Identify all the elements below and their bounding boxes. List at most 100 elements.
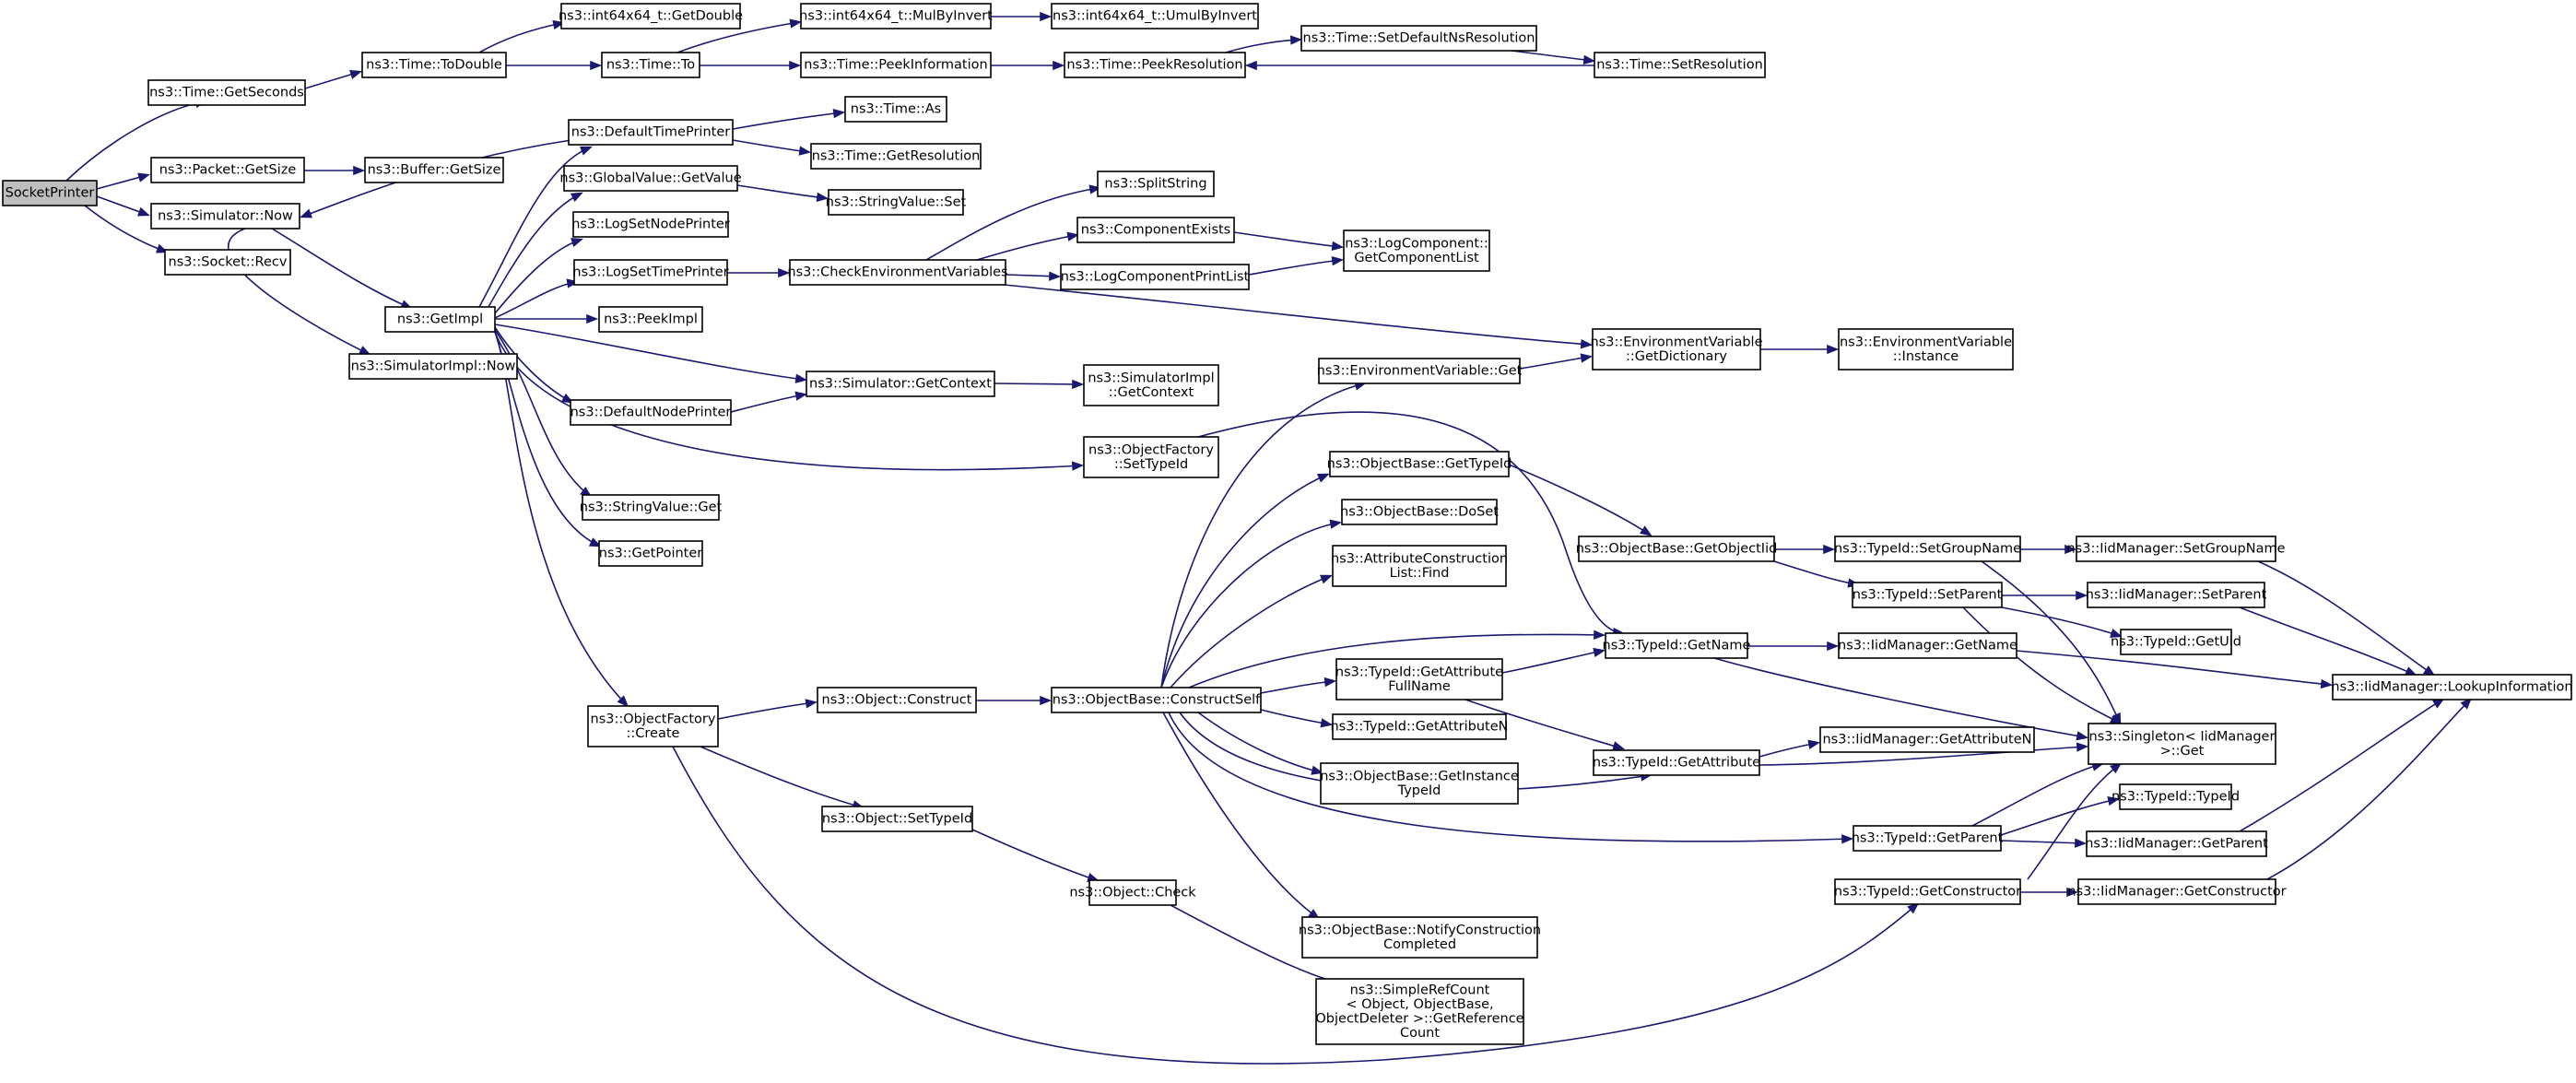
arrowhead-icon	[1593, 647, 1606, 658]
node-objectfactory-create[interactable]: ns3::ObjectFactory::Create	[587, 705, 719, 748]
node-int64-umulbyinvert[interactable]: ns3::int64x64_t::UmulByInvert	[1051, 3, 1259, 29]
edge-line	[228, 228, 370, 355]
node-typeid-getconstructor[interactable]: ns3::TypeId::GetConstructor	[1834, 878, 2021, 905]
node-int64-getdouble[interactable]: ns3::int64x64_t::GetDouble	[559, 3, 743, 29]
node-simulator-getcontext[interactable]: ns3::Simulator::GetContext	[806, 371, 995, 397]
node-label: ns3::TypeId::GetConstructor	[1834, 885, 2021, 900]
node-splitstring[interactable]: ns3::SplitString	[1097, 171, 1215, 197]
node-socket-recv[interactable]: ns3::Socket::Recv	[164, 249, 291, 276]
node-simulatorimpl-getcontext[interactable]: ns3::SimulatorImpl::GetContext	[1083, 364, 1219, 406]
node-objectbase-notifyconstructioncompleted[interactable]: ns3::ObjectBase::NotifyConstructionCompl…	[1299, 916, 1541, 959]
node-label: ns3::int64x64_t::UmulByInvert	[1053, 9, 1257, 24]
node-object-construct[interactable]: ns3::Object::Construct	[817, 687, 977, 713]
node-typeid-getuid[interactable]: ns3::TypeId::GetUid	[2111, 629, 2241, 655]
node-objectbase-gettypeid[interactable]: ns3::ObjectBase::GetTypeId	[1327, 451, 1512, 477]
node-singleton-get[interactable]: ns3::Singleton< IidManager >::Get	[2088, 723, 2276, 765]
node-globalvalue-getvalue[interactable]: ns3::GlobalValue::GetValue	[559, 165, 742, 192]
node-getpointer[interactable]: ns3::GetPointer	[598, 540, 703, 567]
node-time-setresolution[interactable]: ns3::Time::SetResolution	[1594, 52, 1766, 78]
node-label: ns3::Time::To	[606, 58, 695, 73]
node-time-todouble[interactable]: ns3::Time::ToDouble	[361, 52, 507, 78]
node-time-as[interactable]: ns3::Time::As	[844, 96, 947, 123]
node-time-peekinformation[interactable]: ns3::Time::PeekInformation	[800, 52, 992, 78]
arrowhead-icon	[1594, 630, 1606, 640]
node-logcomponentprintlist[interactable]: ns3::LogComponentPrintList	[1060, 264, 1250, 290]
node-environmentvariable-getdictionary[interactable]: ns3::EnvironmentVariable::GetDictionary	[1590, 328, 1763, 371]
edge-line	[1004, 284, 1591, 346]
node-simulatorimpl-now[interactable]: ns3::SimulatorImpl::Now	[348, 353, 518, 380]
node-time-getresolution[interactable]: ns3::Time::GetResolution	[810, 143, 982, 170]
node-label: ns3::Buffer::GetSize	[368, 163, 501, 178]
node-time-getseconds[interactable]: ns3::Time::GetSeconds	[147, 79, 306, 106]
node-logsetnodeprinter[interactable]: ns3::LogSetNodePrinter	[571, 211, 730, 238]
node-label: FullName	[1388, 679, 1451, 694]
node-typeid-setparent[interactable]: ns3::TypeId::SetParent	[1852, 582, 2003, 608]
node-label: ns3::EnvironmentVariable::Get	[1317, 364, 1523, 379]
node-box	[570, 399, 732, 426]
node-box	[1335, 658, 1503, 700]
node-label: ns3::TypeId::SetParent	[1853, 588, 2003, 603]
node-typeid-setgroupname[interactable]: ns3::TypeId::SetGroupName	[1834, 536, 2021, 562]
edge-time_to-to-time_peekinformation	[700, 60, 802, 71]
node-logsettimeprinter[interactable]: ns3::LogSetTimePrinter	[572, 259, 729, 286]
node-buffer-getsize[interactable]: ns3::Buffer::GetSize	[364, 157, 504, 183]
arrowhead-icon	[1612, 741, 1626, 751]
edge-getimpl-to-defaulttimeprinter	[478, 146, 593, 308]
node-typeid-getname[interactable]: ns3::TypeId::GetName	[1603, 632, 1751, 659]
node-stringvalue-get[interactable]: ns3::StringValue::Get	[580, 494, 723, 521]
node-checkenvironmentvariables[interactable]: ns3::CheckEnvironmentVariables	[787, 259, 1008, 286]
node-environmentvariable-instance[interactable]: ns3::EnvironmentVariable::Instance	[1838, 328, 2014, 371]
node-iidmanager-getconstructor[interactable]: ns3::IidManager::GetConstructor	[2067, 878, 2287, 905]
edge-line	[84, 205, 167, 253]
node-logcomponent-getcomponentlist[interactable]: ns3::LogComponent::GetComponentList	[1343, 230, 1490, 272]
node-objectbase-constructself[interactable]: ns3::ObjectBase::ConstructSelf	[1051, 687, 1262, 713]
node-box	[800, 3, 992, 29]
node-time-peekresolution[interactable]: ns3::Time::PeekResolution	[1064, 52, 1246, 78]
node-typeid-getattributen[interactable]: ns3::TypeId::GetAttributeN	[1330, 713, 1509, 740]
node-iidmanager-setgroupname[interactable]: ns3::IidManager::SetGroupName	[2066, 536, 2286, 562]
node-typeid-typeid[interactable]: ns3::TypeId::TypeId	[2111, 783, 2240, 810]
node-box	[1051, 687, 1262, 713]
node-getimpl[interactable]: ns3::GetImpl	[384, 306, 496, 333]
arrowhead-icon	[349, 69, 363, 79]
node-socketprinter[interactable]: SocketPrinter	[2, 180, 98, 206]
node-iidmanager-getname[interactable]: ns3::IidManager::GetName	[1838, 632, 2017, 659]
node-time-setdefaultnsresolution[interactable]: ns3::Time::SetDefaultNsResolution	[1300, 25, 1537, 52]
node-iidmanager-lookupinformation[interactable]: ns3::IidManager::LookupInformation	[2331, 674, 2573, 700]
node-label: ns3::TypeId::GetAttribute	[1335, 665, 1503, 679]
edge-line	[1170, 575, 1331, 689]
node-stringvalue-set[interactable]: ns3::StringValue::Set	[826, 189, 967, 216]
node-time-to[interactable]: ns3::Time::To	[601, 52, 700, 78]
node-componentexists[interactable]: ns3::ComponentExists	[1076, 217, 1235, 243]
node-iidmanager-getparent[interactable]: ns3::IidManager::GetParent	[2085, 830, 2268, 857]
node-peekimpl[interactable]: ns3::PeekImpl	[598, 306, 703, 333]
node-int64-mulbyinvert[interactable]: ns3::int64x64_t::MulByInvert	[799, 3, 993, 29]
node-packet-getsize[interactable]: ns3::Packet::GetSize	[150, 157, 305, 183]
node-object-settypeid[interactable]: ns3::Object::SetTypeId	[821, 806, 973, 832]
node-simulator-now[interactable]: ns3::Simulator::Now	[150, 203, 300, 230]
node-typeid-getattribute[interactable]: ns3::TypeId::GetAttribute	[1593, 749, 1760, 776]
edge-time_peekresolution-to-time_setdefaultnsresolution	[1225, 35, 1303, 53]
edge-line	[1773, 560, 1858, 585]
node-environmentvariable-get[interactable]: ns3::EnvironmentVariable::Get	[1317, 358, 1523, 384]
edge-line	[2000, 840, 2085, 844]
node-iidmanager-setparent[interactable]: ns3::IidManager::SetParent	[2086, 582, 2267, 608]
node-box	[810, 143, 982, 170]
node-label: ns3::Socket::Recv	[169, 255, 288, 270]
node-objectbase-doset[interactable]: ns3::ObjectBase::DoSet	[1340, 499, 1499, 525]
node-box	[1343, 230, 1490, 272]
node-iidmanager-getattributen[interactable]: ns3::IidManager::GetAttributeN	[1819, 726, 2035, 753]
node-objectbase-getobjectiid[interactable]: ns3::ObjectBase::GetObjectIid	[1576, 536, 1778, 562]
node-objectfactory-settypeid[interactable]: ns3::ObjectFactory::SetTypeId	[1083, 436, 1219, 478]
edge-simulator_getcontext-to-simulatorimpl_getcontext	[994, 379, 1085, 390]
node-simplerefcount-getreferencecount[interactable]: ns3::SimpleRefCount< Object, ObjectBase,…	[1315, 978, 1524, 1045]
node-object-check[interactable]: ns3::Object::Check	[1069, 879, 1196, 906]
node-label: TypeId	[1397, 783, 1441, 798]
node-defaultnodeprinter[interactable]: ns3::DefaultNodePrinter	[570, 399, 732, 426]
node-defaulttimeprinter[interactable]: ns3::DefaultTimePrinter	[568, 119, 734, 146]
arrowhead-icon	[789, 60, 802, 71]
node-typeid-getparent[interactable]: ns3::TypeId::GetParent	[1852, 825, 2004, 852]
